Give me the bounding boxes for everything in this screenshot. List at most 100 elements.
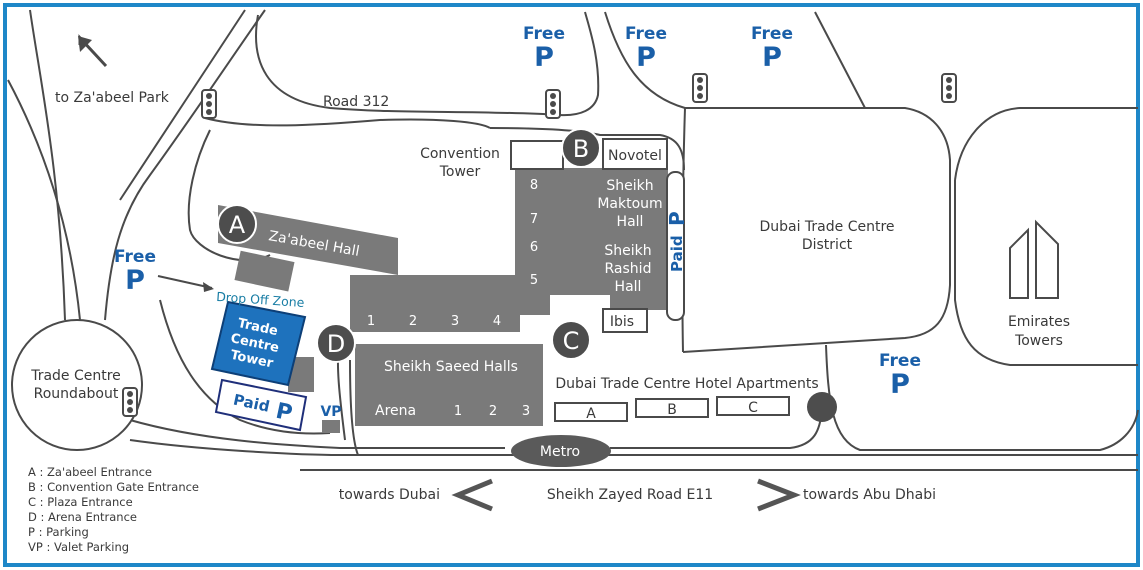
metro-entrance-dot (807, 392, 837, 422)
exhibition-halls (350, 168, 668, 332)
roundabout-link (159, 299, 331, 435)
hall-number: 1 (454, 404, 462, 419)
traffic-light-icon (201, 89, 217, 119)
legend-item: VP : Valet Parking (28, 540, 129, 554)
traffic-light-icon (692, 73, 708, 103)
label-maktoum-1: Sheikh (606, 178, 653, 194)
free-label: Free (523, 24, 565, 44)
label-convention-tower-1: Convention (420, 146, 500, 162)
label-district-1: Dubai Trade Centre (759, 219, 894, 235)
free-parking-marker: Free P (523, 24, 565, 73)
chevron-left-icon (451, 478, 493, 512)
label-rashid-1: Sheikh (604, 243, 651, 259)
hall-number: 4 (493, 314, 501, 329)
entrance-c-label: C (563, 327, 580, 355)
emirates-block-top (954, 107, 1138, 181)
label-arena: Arena (375, 403, 416, 419)
free-label: Free (114, 247, 156, 267)
label-towards-abu-dhabi: towards Abu Dhabi (803, 487, 936, 503)
label-rashid-3: Hall (615, 279, 642, 295)
free-label: Free (879, 351, 921, 371)
label-apartment-c: C (748, 400, 758, 416)
label-district-2: District (802, 237, 853, 253)
road-block-north-c (814, 11, 866, 109)
hall-number: 2 (409, 314, 417, 329)
label-hotel-apartments: Dubai Trade Centre Hotel Apartments (555, 376, 818, 392)
legend-item: A : Za'abeel Entrance (28, 465, 152, 479)
label-drop-off-zone: Drop Off Zone (216, 289, 305, 310)
sheikh-saeed-halls (355, 344, 543, 426)
parking-icon: P (636, 42, 656, 73)
parking-strip-east (666, 171, 685, 321)
zaabeel-hall (218, 205, 398, 275)
paid-label: Paid (668, 235, 686, 272)
road-block-north-b (604, 11, 686, 109)
trade-centre-tower (210, 300, 307, 387)
traffic-light-icon (122, 387, 138, 417)
road-left-outer (7, 79, 81, 321)
paid-parking-box (214, 378, 308, 432)
traffic-light-icon (941, 73, 957, 103)
label-ibis: Ibis (610, 314, 634, 330)
label-maktoum-3: Hall (617, 214, 644, 230)
label-rashid-2: Rashid (605, 261, 652, 277)
apartment-b (635, 398, 709, 418)
free-parking-marker: Free P (114, 247, 156, 296)
emirates-block-left (954, 180, 1138, 366)
small-building-west (234, 250, 295, 292)
legend-item: P : Parking (28, 525, 89, 539)
road-left-inner (29, 9, 66, 321)
valet-parking-label: VP (320, 404, 341, 420)
hall-number: 5 (530, 273, 538, 288)
frontage-road-west (129, 419, 505, 449)
parking-icon: P (665, 211, 689, 226)
entrance-b-label: B (573, 135, 589, 163)
free-parking-marker: Free P (879, 351, 921, 400)
sheikh-zayed-road-north (129, 439, 1138, 456)
parking-icon: P (534, 42, 554, 73)
novotel (602, 138, 668, 170)
valet-booth (322, 420, 340, 433)
free-label: Free (751, 24, 793, 44)
road-block-north-a (255, 11, 600, 117)
paid-parking-marker-east: Paid P (665, 211, 689, 272)
road-south-east (825, 344, 1139, 451)
legend-item: C : Plaza Entrance (28, 495, 133, 509)
hall-number: 6 (530, 240, 538, 255)
emirates-towers-icon (1009, 219, 1059, 299)
traffic-light-icon (545, 89, 561, 119)
label-roundabout-2: Roundabout (34, 386, 119, 402)
legend-item: B : Convention Gate Entrance (28, 480, 199, 494)
free-parking-marker: Free P (625, 24, 667, 73)
entrance-a-label: A (229, 211, 246, 239)
roundabout (11, 319, 143, 451)
hall-number: 8 (530, 178, 538, 193)
label-saeed-halls: Sheikh Saeed Halls (384, 359, 518, 375)
ibis (602, 308, 648, 333)
hall-number: 7 (530, 212, 538, 227)
road-diagonal-outer (104, 9, 266, 321)
legend: A : Za'abeel Entrance B : Convention Gat… (28, 465, 199, 554)
hall-number: 2 (489, 404, 497, 419)
convention-tower (510, 140, 564, 170)
label-convention-tower-2: Tower (439, 164, 481, 180)
road-diagonal-inner (119, 9, 246, 201)
apartment-c (716, 396, 790, 416)
hall-number: 1 (367, 314, 375, 329)
free-parking-marker: Free P (751, 24, 793, 73)
north-arrow-icon (78, 34, 108, 68)
venue-inner-loop-north (489, 127, 685, 171)
district-block (682, 107, 951, 353)
label-to-zaabeel-park: to Za'abeel Park (55, 90, 170, 106)
label-maktoum-2: Maktoum (597, 196, 662, 212)
label-emirates-towers-2: Towers (1014, 333, 1063, 349)
parking-icon: P (890, 369, 910, 400)
entrance-d-marker: D (316, 323, 356, 363)
entrance-b-marker: B (561, 128, 601, 168)
parking-icon: P (274, 399, 295, 427)
parking-icon: P (125, 265, 145, 296)
hall-number: 3 (522, 404, 530, 419)
label-novotel: Novotel (608, 148, 662, 164)
label-sheikh-zayed-road: Sheikh Zayed Road E11 (547, 487, 713, 503)
